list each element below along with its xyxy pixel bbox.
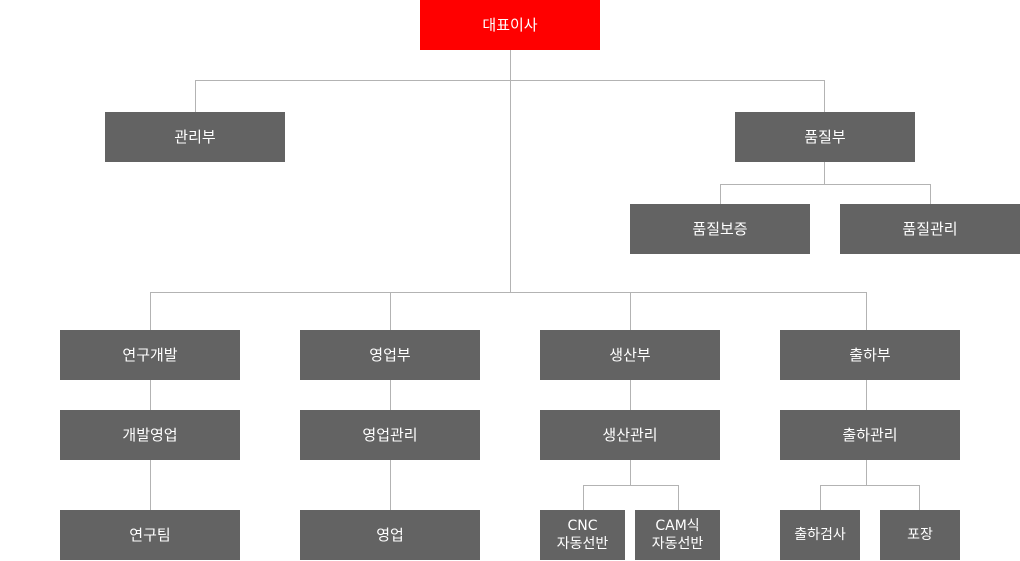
connector-line <box>150 292 867 293</box>
node-label-line1: CAM식 <box>655 518 700 534</box>
connector-line <box>150 460 151 510</box>
node-research-team[interactable]: 연구팀 <box>60 510 240 560</box>
node-shipping-dept[interactable]: 출하부 <box>780 330 960 380</box>
node-cam-lathe[interactable]: CAM식 자동선반 <box>635 510 720 560</box>
connector-line <box>720 184 721 204</box>
connector-line <box>390 460 391 510</box>
node-sales-management[interactable]: 영업관리 <box>300 410 480 460</box>
node-production-dept[interactable]: 생산부 <box>540 330 720 380</box>
node-label: 출하관리 <box>842 425 898 444</box>
node-label: 출하검사 <box>794 527 846 543</box>
node-rnd[interactable]: 연구개발 <box>60 330 240 380</box>
connector-line <box>630 460 631 485</box>
connector-line <box>150 292 151 330</box>
node-label: 영업관리 <box>362 425 418 444</box>
node-label-line2: 자동선반 <box>556 536 609 552</box>
node-label: 개발영업 <box>122 425 178 444</box>
node-cnc-lathe[interactable]: CNC 자동선반 <box>540 510 625 560</box>
connector-line <box>390 380 391 410</box>
node-sales[interactable]: 영업 <box>300 510 480 560</box>
node-label: 품질관리 <box>902 219 958 238</box>
node-label: 품질보증 <box>692 219 748 238</box>
node-label: 대표이사 <box>482 15 538 34</box>
connector-line <box>866 460 867 485</box>
connector-line <box>678 485 679 510</box>
node-shipping-management[interactable]: 출하관리 <box>780 410 960 460</box>
node-label: 영업 <box>376 525 404 544</box>
node-sales-dept[interactable]: 영업부 <box>300 330 480 380</box>
node-label: 생산관리 <box>602 425 658 444</box>
connector-line <box>583 485 679 486</box>
node-admin[interactable]: 관리부 <box>105 112 285 162</box>
connector-line <box>824 162 825 184</box>
connector-line <box>820 485 920 486</box>
node-packaging[interactable]: 포장 <box>880 510 960 560</box>
node-label: 출하부 <box>849 345 891 364</box>
node-quality[interactable]: 품질부 <box>735 112 915 162</box>
node-label: 생산부 <box>609 345 651 364</box>
connector-line <box>390 292 391 330</box>
node-ceo[interactable]: 대표이사 <box>420 0 600 50</box>
node-label-line1: CNC <box>567 518 598 534</box>
connector-line <box>720 184 931 185</box>
connector-line <box>866 380 867 410</box>
connector-line <box>866 292 867 330</box>
node-label: 포장 <box>907 527 933 543</box>
node-quality-assurance[interactable]: 품질보증 <box>630 204 810 254</box>
node-label: 연구팀 <box>129 525 171 544</box>
node-label: 영업부 <box>369 345 411 364</box>
connector-line <box>820 485 821 510</box>
node-label: 관리부 <box>174 127 216 146</box>
node-dev-sales[interactable]: 개발영업 <box>60 410 240 460</box>
connector-line <box>195 80 824 81</box>
connector-line <box>930 184 931 204</box>
node-label-line2: 자동선반 <box>651 536 704 552</box>
connector-line <box>630 380 631 410</box>
node-production-management[interactable]: 생산관리 <box>540 410 720 460</box>
connector-line <box>630 292 631 330</box>
node-shipping-inspection[interactable]: 출하검사 <box>780 510 860 560</box>
node-label: 연구개발 <box>122 345 178 364</box>
connector-line <box>583 485 584 510</box>
connector-line <box>150 380 151 410</box>
connector-line <box>195 80 196 112</box>
node-label: 품질부 <box>804 127 846 146</box>
connector-line <box>919 485 920 510</box>
connector-line <box>824 80 825 112</box>
node-quality-management[interactable]: 품질관리 <box>840 204 1020 254</box>
connector-line <box>510 50 511 292</box>
